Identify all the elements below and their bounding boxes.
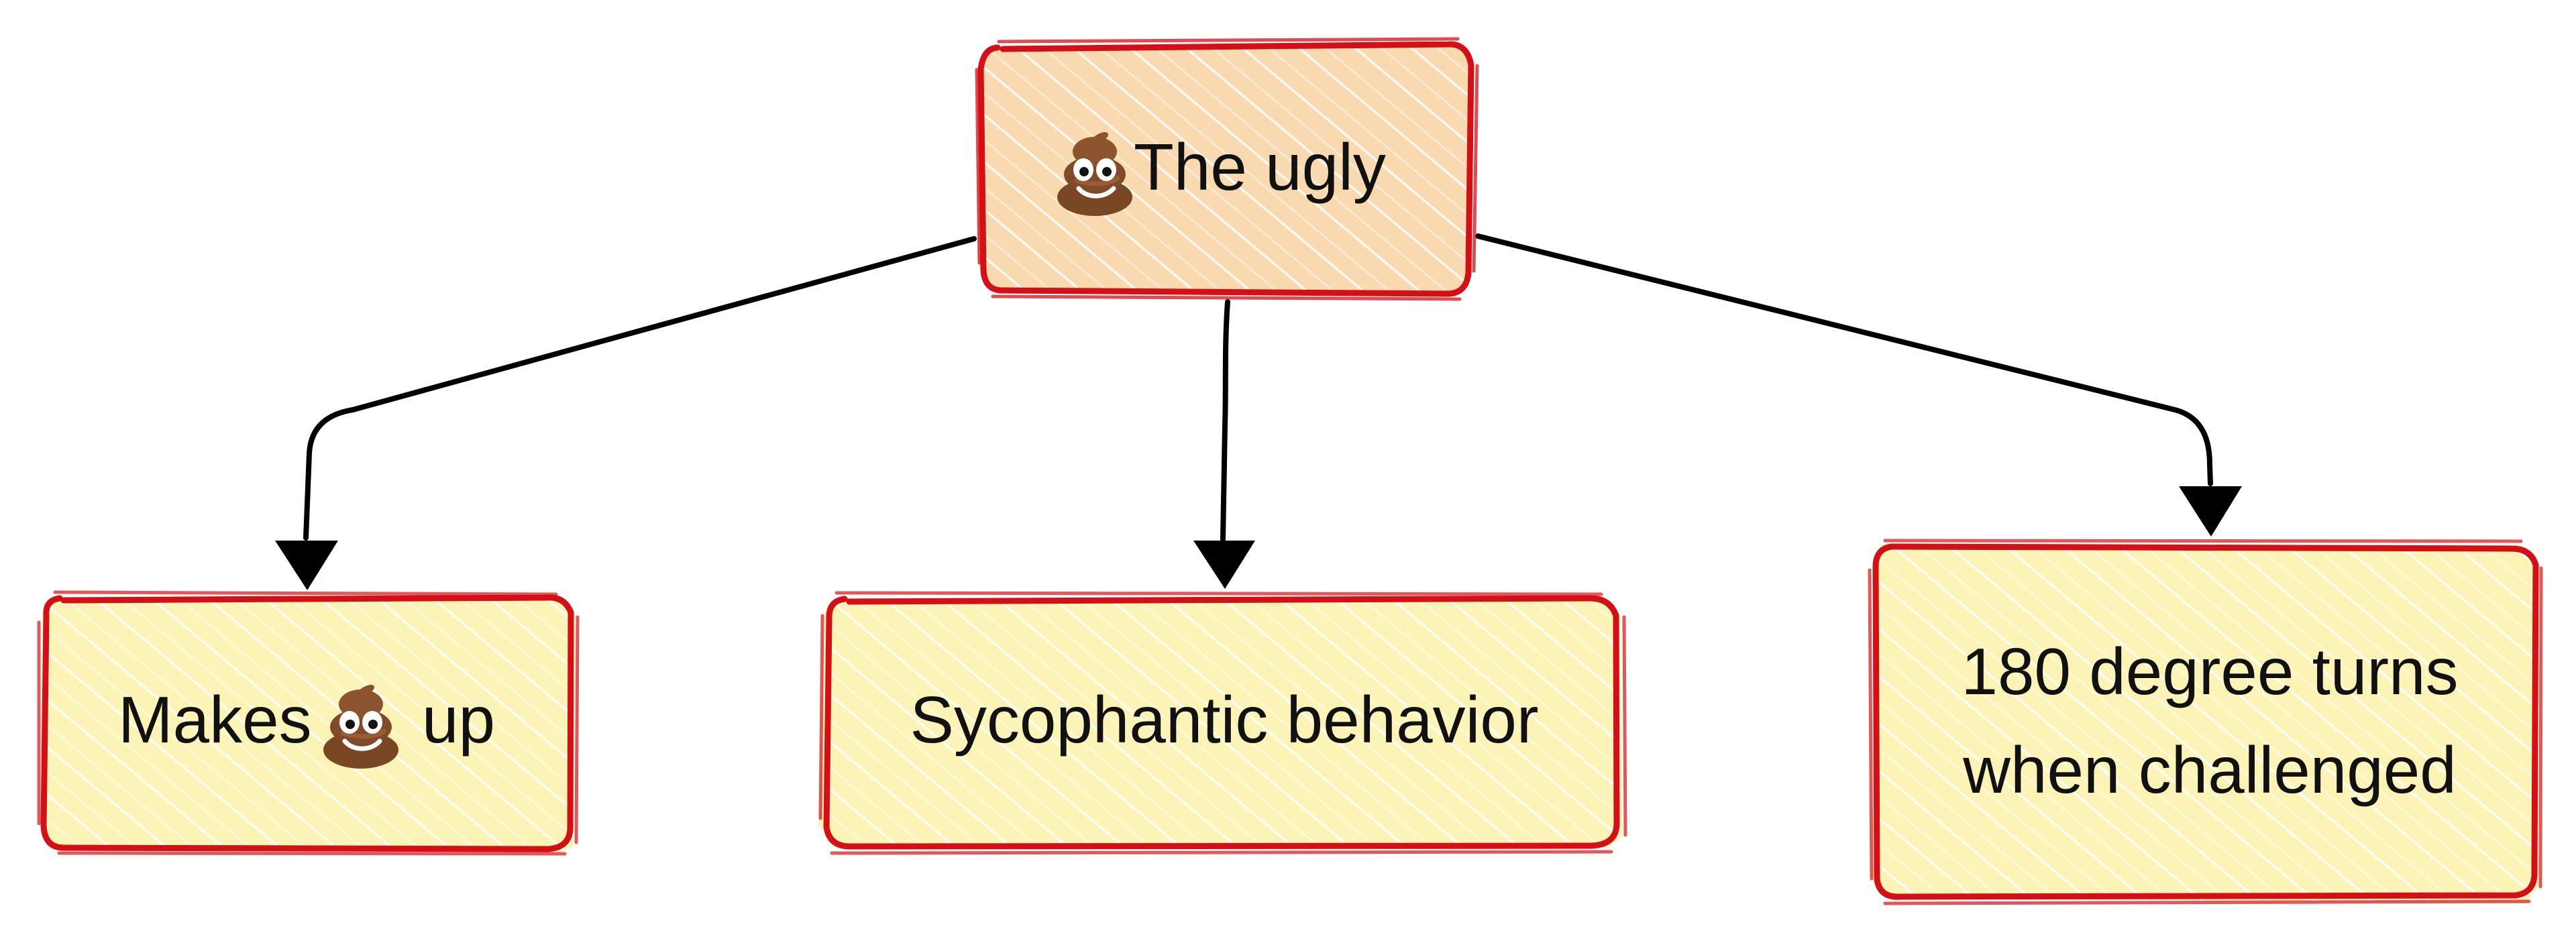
connector-right-edge	[1475, 233, 2213, 486]
child-node-sycophantic-behavior-border	[823, 595, 1620, 850]
root-node[interactable]: The ugly	[975, 37, 1479, 301]
arrowhead-center	[1193, 541, 1255, 589]
child-node-180-degree-turns-border	[1872, 543, 2539, 900]
child-node-180-degree-turns[interactable]: 180 degree turns when challenged	[1868, 539, 2543, 905]
root-node-label: The ugly	[1134, 130, 1386, 204]
arrowhead-left	[275, 541, 338, 590]
child-node-sycophantic-behavior[interactable]: Sycophantic behavior	[818, 591, 1627, 855]
child-node-sycophantic-behavior-label: Sycophantic behavior	[910, 683, 1538, 757]
child-node-makes-up[interactable]: Makes up	[37, 590, 580, 856]
root-node-hatch	[977, 42, 1473, 296]
child-node-sycophantic-behavior-hatch	[818, 596, 1623, 848]
connectors	[275, 233, 2242, 590]
arrowhead-right	[2179, 486, 2242, 537]
connector-center-edge	[1220, 299, 1230, 542]
connector-left-edge	[303, 236, 977, 541]
child-node-180-degree-turns-hatch	[1873, 544, 2539, 903]
child-node-makes-up-label-start: Makes	[118, 683, 312, 757]
child-node-makes-up-border	[40, 594, 574, 852]
child-node-180-degree-turns-line-1: 180 degree turns	[1962, 634, 2459, 708]
child-node-makes-up-label-end: up	[422, 683, 495, 757]
root-node-border	[977, 41, 1474, 297]
child-node-180-degree-turns-line-2: when challenged	[1962, 733, 2457, 807]
child-node-makes-up-hatch	[41, 596, 576, 852]
